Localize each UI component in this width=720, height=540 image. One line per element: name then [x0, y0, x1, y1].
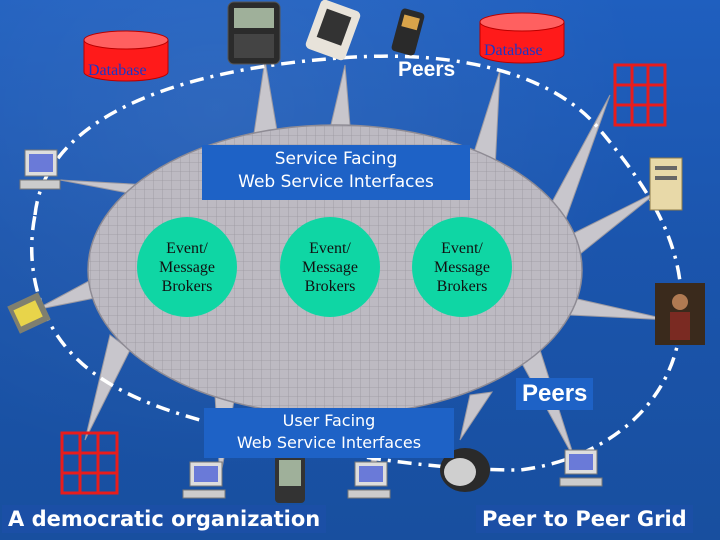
database-label-2: Database: [484, 42, 543, 59]
pen-tablet-icon: [7, 292, 51, 334]
event-broker-1: Event/ Message Brokers: [137, 217, 237, 317]
desktop-icon: [182, 461, 226, 499]
broker-label: Event/ Message Brokers: [159, 239, 215, 295]
handheld-icon: [275, 455, 305, 503]
peer-boundary: [29, 54, 684, 472]
desktop-icon: [559, 449, 603, 487]
server-icon: [649, 157, 683, 211]
desktop-icon: [19, 149, 61, 190]
grid-icon: [60, 431, 119, 495]
event-broker-3: Event/ Message Brokers: [412, 217, 512, 317]
database-icon: Database: [479, 12, 565, 64]
database-label-1: Database: [88, 62, 147, 79]
pda-icon: [305, 0, 361, 61]
phone-icon: [391, 8, 425, 56]
broker-label: Event/ Message Brokers: [434, 239, 490, 295]
grid-icon: [613, 63, 667, 127]
person-photo-icon: [655, 283, 705, 345]
title-peer-to-peer-grid: Peer to Peer Grid: [476, 505, 693, 533]
peers-label-top: Peers: [398, 58, 456, 81]
event-broker-2: Event/ Message Brokers: [280, 217, 380, 317]
broker-label: Event/ Message Brokers: [302, 239, 358, 295]
title-democratic-organization: A democratic organization: [2, 505, 327, 533]
video-cam-icon: [440, 448, 490, 492]
user-facing-interfaces: User Facing Web Service Interfaces: [204, 408, 454, 458]
handheld-icon: [227, 1, 281, 65]
peers-label-right: Peers: [516, 378, 594, 410]
service-facing-interfaces: Service Facing Web Service Interfaces: [202, 145, 470, 200]
database-icon: Database: [83, 30, 169, 82]
desktop-icon: [347, 461, 391, 499]
